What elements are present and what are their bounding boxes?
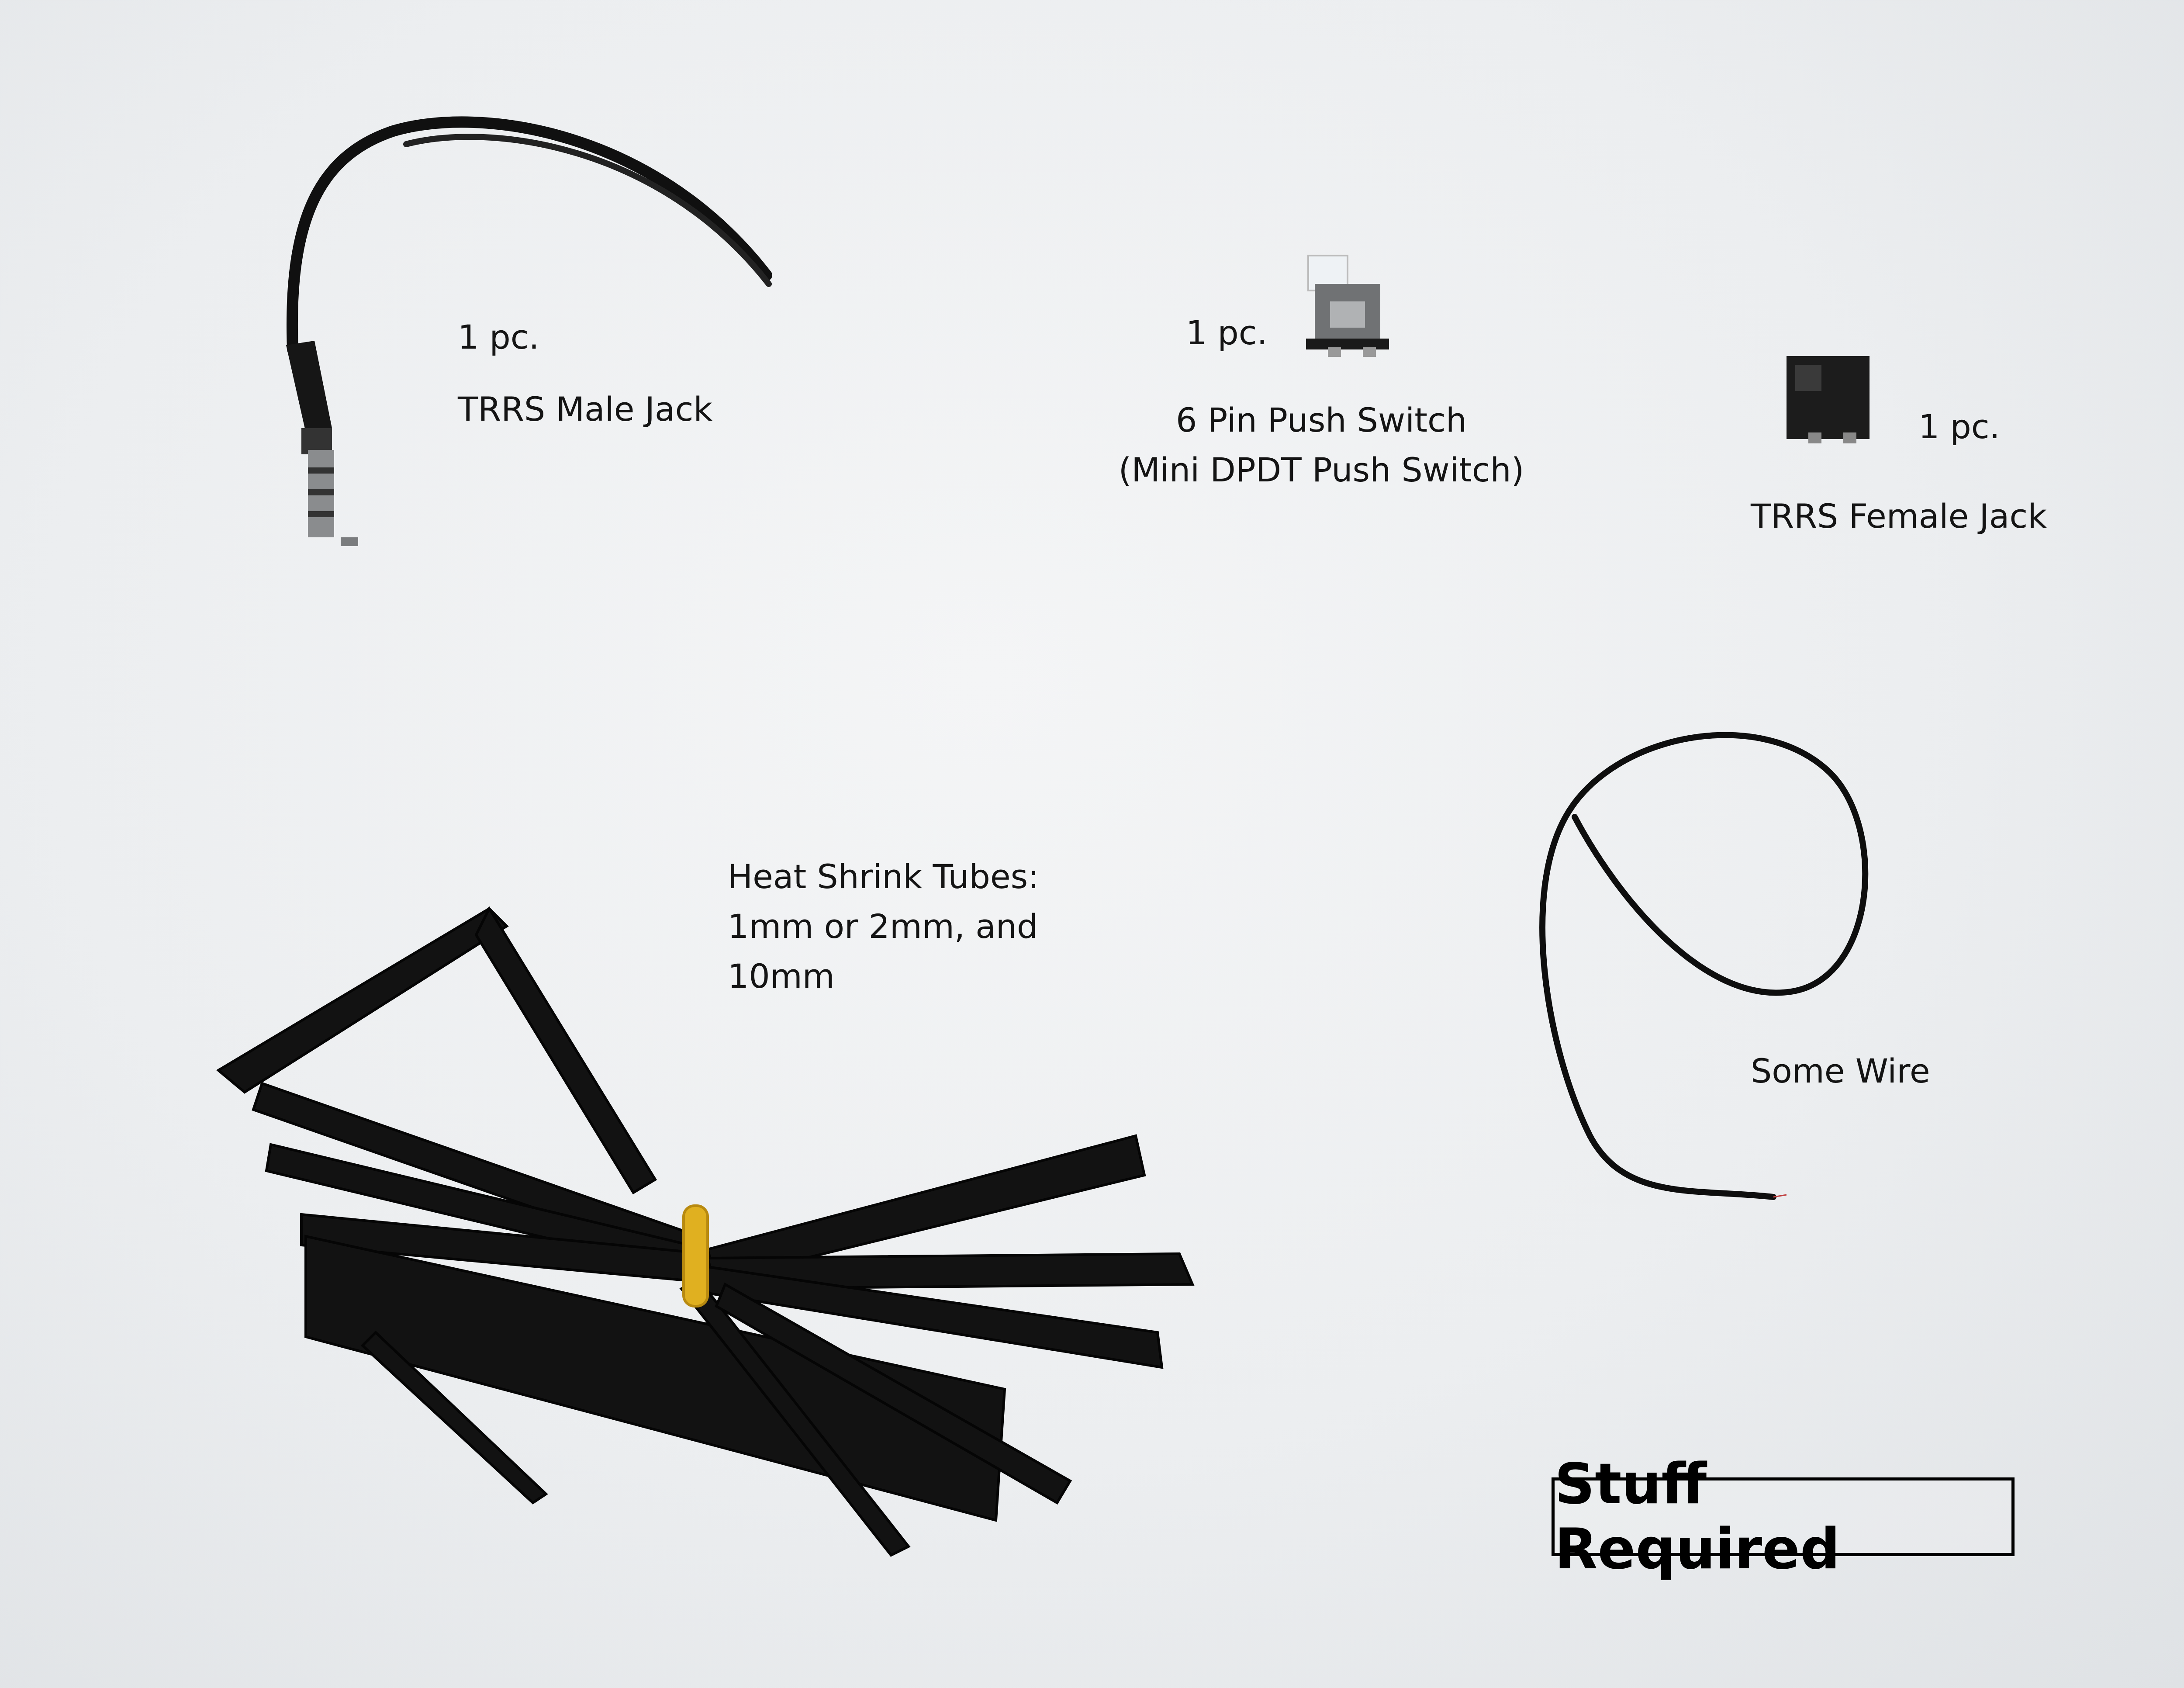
heat-shrink-label: Heat Shrink Tubes: 1mm or 2mm, and 10mm — [728, 852, 1039, 1001]
trrs-male-jack-photo — [286, 116, 772, 546]
heat-shrink-tubes-photo — [216, 906, 1195, 1557]
push-switch-name: 6 Pin Push Switch (Mini DPDT Push Switch… — [1109, 395, 1533, 495]
title-box: Stuff Required — [1552, 1452, 2015, 1582]
page-title: Stuff Required — [1555, 1452, 1840, 1582]
rubber-band — [682, 1204, 709, 1308]
heat-shrink-line-3: 10mm — [728, 957, 835, 996]
wire-label: Some Wire — [1751, 1052, 1930, 1090]
male-jack-qty: 1 pc. — [458, 318, 539, 356]
trrs-female-jack-photo — [1787, 356, 1870, 443]
heat-shrink-line-2: 1mm or 2mm, and — [728, 907, 1038, 946]
female-jack-qty: 1 pc. — [1918, 407, 2000, 446]
wire-photo — [1539, 732, 1869, 1200]
male-jack-name: TRRS Male Jack — [458, 390, 713, 429]
push-switch-photo — [1306, 255, 1389, 357]
push-switch-subtitle: (Mini DPDT Push Switch) — [1118, 450, 1524, 489]
push-switch-title: 6 Pin Push Switch — [1176, 401, 1467, 439]
push-switch-qty: 1 pc. — [1186, 313, 1268, 352]
female-jack-name: TRRS Female Jack — [1751, 497, 2047, 536]
heat-shrink-line-1: Heat Shrink Tubes: — [728, 857, 1039, 896]
